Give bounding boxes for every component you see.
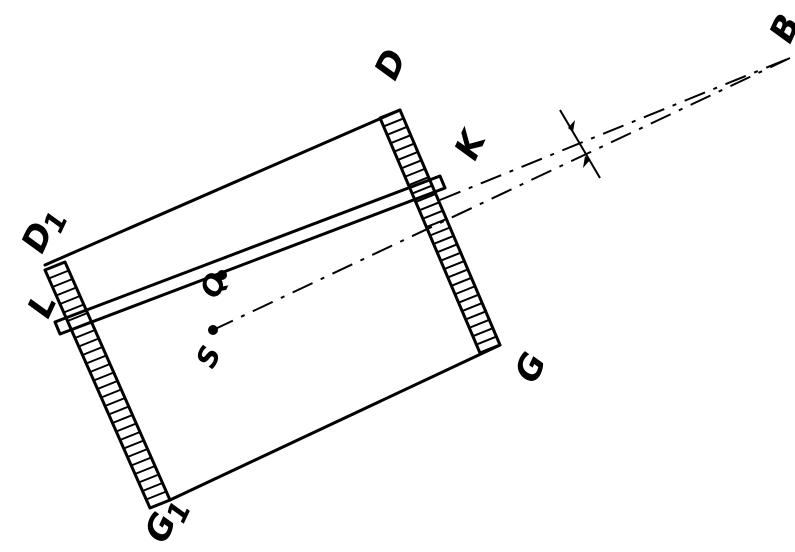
hatch-mark: [74, 329, 96, 339]
hatch-mark: [408, 176, 429, 187]
hatch-mark: [123, 439, 145, 450]
point-s: [208, 325, 218, 335]
hatch-mark: [401, 159, 422, 170]
hatch-mark: [67, 312, 88, 322]
hatch-mark: [415, 193, 437, 203]
label-d1: D 1: [14, 206, 75, 259]
hatch-mark: [104, 397, 126, 407]
hatch-mark: [393, 142, 415, 153]
hatch-mark: [422, 209, 444, 220]
hatch-mark: [115, 422, 137, 433]
frame: [43, 108, 502, 502]
beam-line-deflected: [439, 57, 791, 201]
hatch-mark: [97, 380, 118, 390]
hatch-mark: [468, 318, 490, 329]
hatch-mark: [440, 251, 462, 262]
hatch-mark: [404, 167, 426, 178]
hatch-mark: [433, 234, 454, 245]
hatch-mark: [82, 346, 103, 356]
deflection-angle-marker: [559, 109, 601, 179]
hatch-mark: [476, 335, 497, 346]
hatch-mark: [89, 363, 111, 373]
hatch-mark: [93, 371, 115, 382]
hatch-mark: [458, 293, 479, 304]
hatch-mark: [85, 354, 107, 365]
label-q: Q: [193, 267, 233, 303]
hatch-mark: [100, 388, 122, 399]
hatch-mark: [436, 243, 458, 254]
hatch-mark: [390, 134, 412, 145]
hatch-mark: [145, 490, 167, 501]
rod-l-k: [53, 174, 447, 336]
hatch-mark: [134, 465, 156, 475]
hatch-mark: [119, 431, 141, 441]
hatch-mark: [142, 482, 163, 492]
hatch-mark: [411, 184, 433, 195]
hatch-mark: [397, 151, 419, 161]
label-l: L: [20, 287, 65, 324]
hatch-mark: [465, 310, 487, 321]
hatch-mark: [108, 405, 130, 416]
label-b: B: [762, 8, 795, 48]
hatch-mark: [52, 278, 73, 288]
hatch-mark: [130, 456, 152, 467]
hatch-mark: [386, 125, 408, 136]
beam-line-center: [212, 57, 791, 331]
grating-d-g: [378, 108, 502, 355]
hatch-mark: [451, 276, 472, 287]
hatch-mark: [429, 226, 451, 237]
hatch-mark: [472, 327, 494, 338]
hatch-mark: [443, 260, 465, 270]
hatch-mark: [461, 302, 483, 312]
hatch-mark: [55, 286, 77, 297]
hatch-mark: [48, 269, 70, 280]
hatch-mark: [426, 218, 447, 229]
hatch-mark: [59, 295, 81, 305]
label-s: S: [189, 341, 227, 373]
hatch-mark: [454, 285, 476, 296]
hatch-mark: [383, 117, 404, 128]
point-q: [217, 270, 227, 280]
hatch-mark: [127, 448, 148, 458]
hatch-mark: [418, 201, 440, 212]
hatch-mark: [63, 303, 85, 314]
label-k: K: [447, 123, 496, 166]
hatch-mark: [112, 414, 133, 424]
hatch-mark: [447, 268, 469, 279]
label-g: G: [507, 347, 555, 389]
hatch-mark: [138, 473, 160, 484]
label-d: D: [367, 43, 415, 85]
hatch-mark: [78, 337, 100, 348]
